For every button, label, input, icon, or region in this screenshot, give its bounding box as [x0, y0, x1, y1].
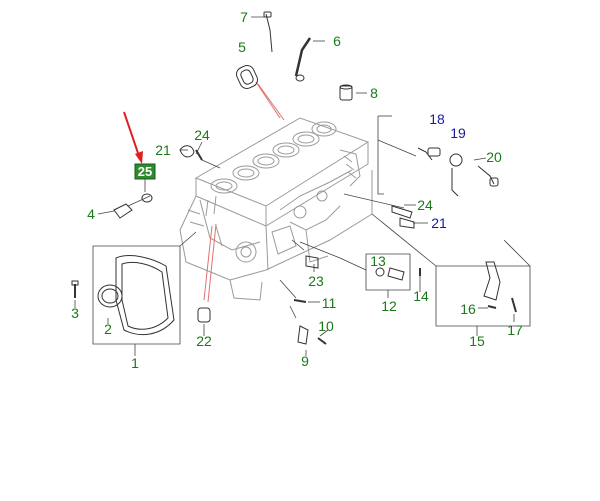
callout-6[interactable]: 6	[333, 33, 341, 49]
component-sketches	[71, 11, 517, 345]
callout-17[interactable]: 17	[507, 322, 523, 338]
red-pointer-arrow	[123, 111, 143, 164]
callout-9[interactable]: 9	[301, 353, 309, 369]
callout-14[interactable]: 14	[413, 288, 429, 304]
callout-2[interactable]: 2	[104, 321, 112, 337]
callout-18[interactable]: 18	[429, 111, 445, 127]
engine-block-sketch	[179, 117, 373, 301]
callout-16[interactable]: 16	[460, 301, 476, 317]
callout-21-left[interactable]: 21	[155, 142, 171, 158]
callout-10[interactable]: 10	[318, 318, 334, 334]
callout-7[interactable]: 7	[240, 9, 248, 25]
callout-21-right[interactable]: 21	[431, 215, 447, 231]
callout-labels: 7 6 5 8 18 19 20 21 24 25 4 24 21 13 14 …	[71, 9, 523, 371]
callout-24-left[interactable]: 24	[194, 127, 210, 143]
callout-1[interactable]: 1	[131, 355, 139, 371]
callout-20[interactable]: 20	[486, 149, 502, 165]
callout-13[interactable]: 13	[370, 253, 386, 269]
callout-5[interactable]: 5	[238, 39, 246, 55]
callout-3[interactable]: 3	[71, 305, 79, 321]
red-leader-lines	[203, 81, 285, 303]
callout-23[interactable]: 23	[308, 273, 324, 289]
callout-12[interactable]: 12	[381, 298, 397, 314]
callout-15[interactable]: 15	[469, 333, 485, 349]
callout-4[interactable]: 4	[87, 206, 95, 222]
callout-19[interactable]: 19	[450, 125, 466, 141]
leader-lines	[74, 16, 531, 356]
callout-24-right[interactable]: 24	[417, 197, 433, 213]
callout-8[interactable]: 8	[370, 85, 378, 101]
callout-22[interactable]: 22	[196, 333, 212, 349]
callout-11[interactable]: 11	[322, 295, 337, 311]
callout-25[interactable]: 25	[138, 164, 152, 179]
highlight-box-25	[134, 163, 156, 180]
